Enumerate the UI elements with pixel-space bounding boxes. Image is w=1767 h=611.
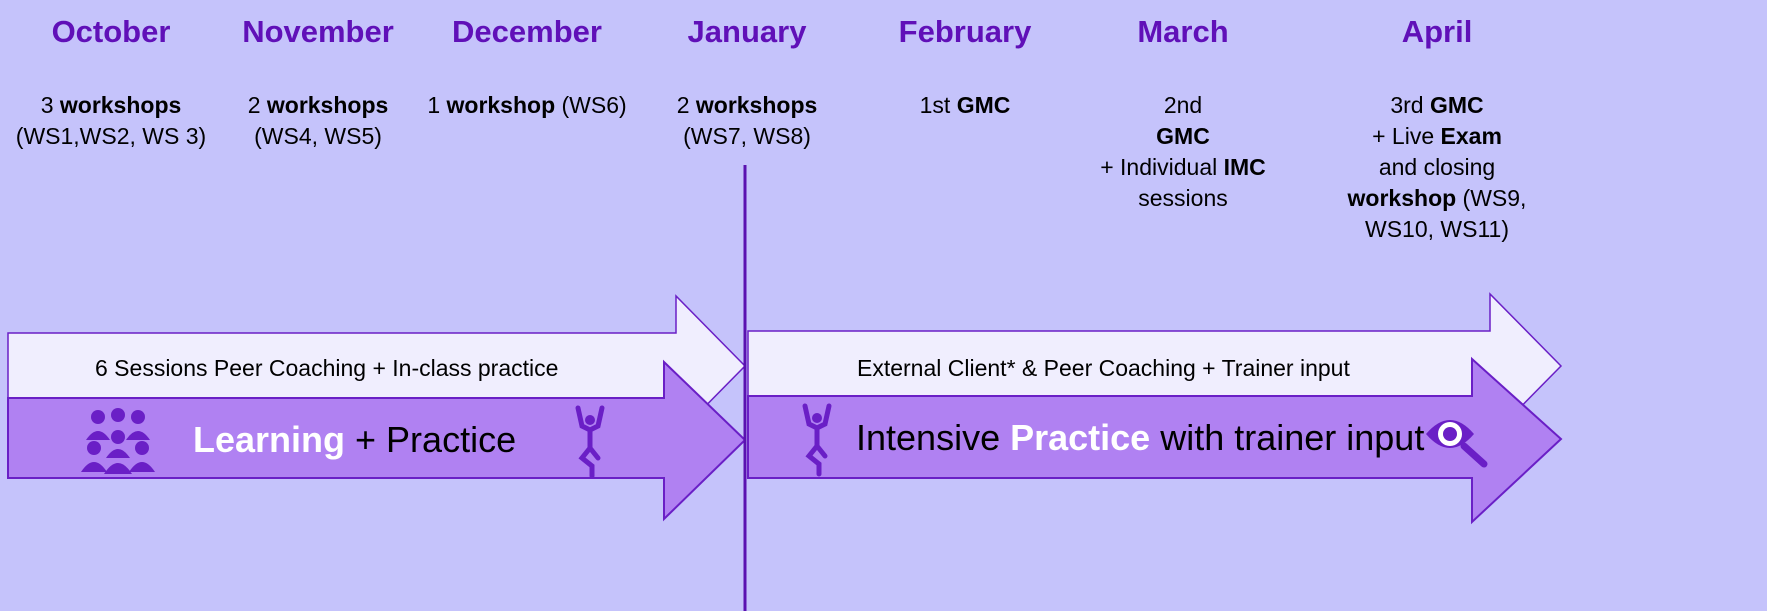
month-february: February: [898, 14, 1032, 49]
desc-april: 3rd GMC + Live Exam and closing workshop…: [1347, 92, 1527, 242]
people-group-icon: [81, 408, 155, 474]
month-december: December: [452, 14, 602, 49]
dancer-icon-2: [802, 403, 832, 477]
month-november: November: [242, 14, 394, 49]
desc-march: 2nd GMC + Individual IMC sessions: [1100, 92, 1266, 211]
month-march: March: [1137, 14, 1229, 49]
phase2-main-label: Intensive Practice with trainer input: [856, 417, 1425, 458]
desc-february: 1st GMC: [919, 92, 1011, 118]
month-october: October: [51, 14, 171, 49]
month-january: January: [687, 14, 807, 49]
phase2-main-arrow: [747, 356, 1563, 525]
desc-november: 2 workshops (WS4, WS5): [247, 92, 389, 149]
phase1-main-arrow: [7, 359, 747, 522]
desc-december: 1 workshop (WS6): [427, 92, 627, 118]
desc-january: 2 workshops (WS7, WS8): [676, 92, 818, 149]
desc-october: 3 workshops (WS1,WS2, WS 3): [15, 92, 207, 149]
phase1-main-label: Learning + Practice: [193, 419, 517, 460]
phase1-outline-label: 6 Sessions Peer Coaching + In-class prac…: [95, 355, 559, 381]
phase2-outline-label: External Client* & Peer Coaching + Train…: [857, 355, 1350, 381]
month-april: April: [1401, 14, 1473, 49]
dancer-icon: [575, 405, 605, 479]
eye-magnifier-icon: [1426, 420, 1488, 468]
